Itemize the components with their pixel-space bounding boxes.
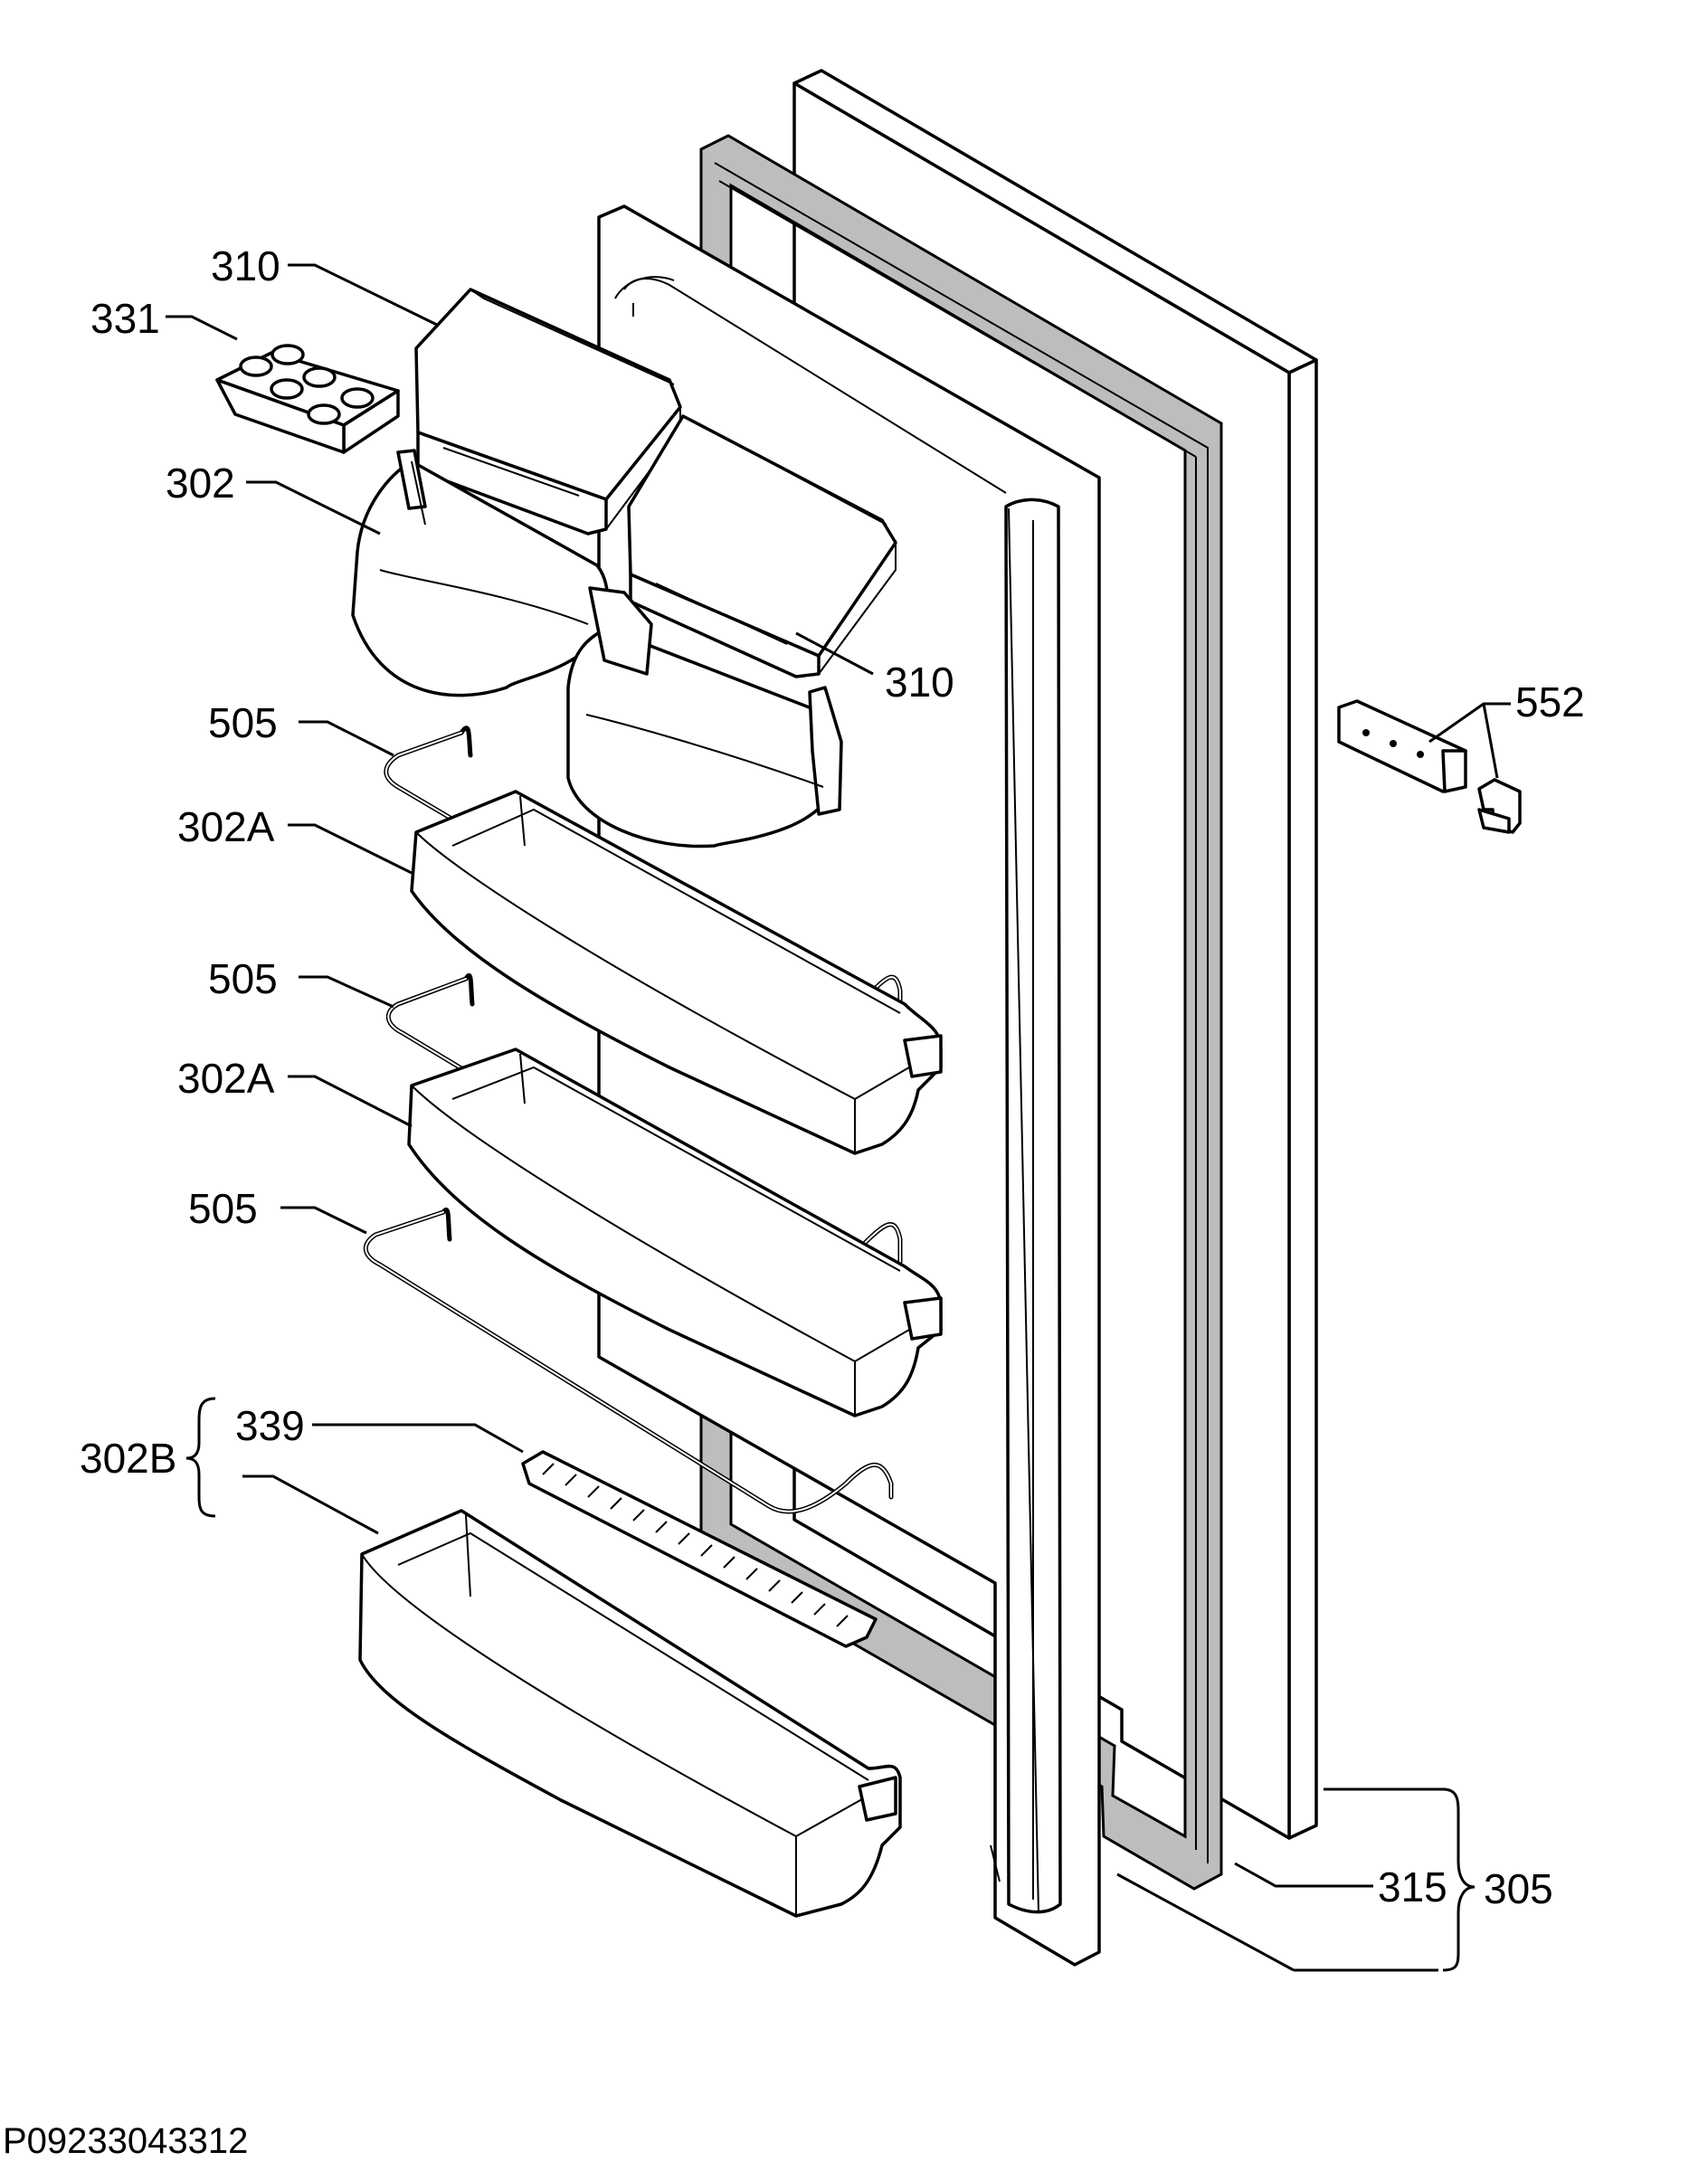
brace-305 xyxy=(1442,1787,1476,1972)
drawing-code: P09233043312 xyxy=(3,2121,248,2161)
label-315: 315 xyxy=(1378,1863,1447,1910)
shelf-302a-2 xyxy=(407,1048,943,1417)
small-shelf-302-right xyxy=(566,586,843,848)
label-505-second: 505 xyxy=(208,955,278,1002)
label-302a-second: 302A xyxy=(177,1055,275,1102)
label-302a-first: 302A xyxy=(177,803,275,850)
label-310-right: 310 xyxy=(885,659,954,706)
bottle-shelf-302b xyxy=(358,1509,902,1918)
leader-lines xyxy=(166,263,1511,1972)
bottle-divider-339 xyxy=(521,1450,878,1648)
wire-guard-505-3 xyxy=(363,1208,894,1514)
brace-302b xyxy=(185,1397,216,1518)
label-505-first: 505 xyxy=(208,699,278,746)
label-305: 305 xyxy=(1484,1865,1553,1912)
label-339: 339 xyxy=(235,1402,305,1449)
shelf-302a-1 xyxy=(410,790,943,1155)
label-505-third: 505 xyxy=(188,1185,258,1232)
label-552: 552 xyxy=(1515,678,1585,725)
label-302: 302 xyxy=(166,460,235,507)
label-331: 331 xyxy=(90,295,160,342)
egg-tray-331 xyxy=(215,344,400,454)
door-gasket xyxy=(699,134,1223,1891)
label-310-top: 310 xyxy=(211,242,280,289)
hinge-552 xyxy=(1337,699,1522,834)
label-302b: 302B xyxy=(80,1435,176,1482)
dairy-cover-310-right xyxy=(627,414,897,678)
part-labels: 310 331 302 310 505 302A 505 302A 505 30… xyxy=(80,242,1585,1912)
